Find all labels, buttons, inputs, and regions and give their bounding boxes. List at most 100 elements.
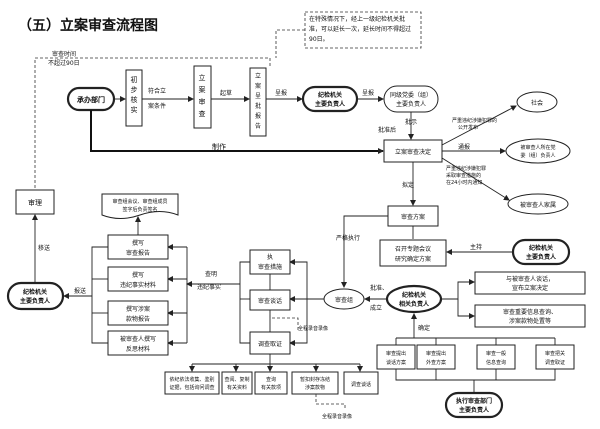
notify-label: 通报 (458, 143, 470, 151)
svg-text:查: 查 (199, 109, 206, 118)
svg-text:调查取证: 调查取证 (258, 340, 282, 348)
svg-text:被审查人撰写: 被审查人撰写 (120, 335, 156, 343)
svg-text:签字后负责签名: 签字后负责签名 (122, 206, 157, 213)
exec-measures-node: 执 审查措施 (249, 249, 291, 275)
svg-text:有关款项: 有关款项 (261, 384, 281, 391)
review-talk-node: 审查谈话 (249, 289, 291, 311)
review-time-line (34, 57, 271, 188)
svg-text:调查取证: 调查取证 (545, 359, 565, 366)
svg-text:承办部门: 承办部门 (77, 95, 105, 104)
svg-text:研究确定方案: 研究确定方案 (395, 255, 431, 263)
svg-text:调查谈话: 调查谈话 (351, 381, 371, 388)
bottom-item-2: 查阅、复制 有关资料 (221, 371, 253, 395)
svg-text:款物报告: 款物报告 (126, 315, 150, 323)
left-leader-node: 纪检机关 主要负责人 (6, 281, 65, 311)
svg-text:90日。: 90日。 (309, 36, 329, 43)
talk-plan-node: 审查提出 谈话方案 (376, 344, 416, 370)
svg-text:纪检机关: 纪检机关 (318, 91, 342, 99)
svg-text:撰写: 撰写 (132, 271, 144, 279)
approve-label-1: 批准、 (370, 284, 388, 292)
svg-text:执: 执 (267, 253, 273, 261)
svg-text:谈话方案: 谈话方案 (386, 359, 406, 366)
transfer-label: 移送 (38, 244, 50, 252)
review-team-node: 审查组 (323, 288, 365, 310)
svg-text:立: 立 (199, 73, 206, 82)
svg-text:外查方案: 外查方案 (426, 359, 446, 366)
svg-text:纪检机关: 纪检机关 (402, 291, 426, 299)
svg-text:审查把关: 审查把关 (545, 350, 565, 357)
svg-text:撰写: 撰写 (132, 239, 144, 247)
svg-text:纪检机关: 纪检机关 (23, 288, 47, 296)
svg-text:实: 实 (131, 105, 138, 114)
svg-text:委（组）负责人: 委（组）负责人 (520, 152, 555, 159)
party-committee-node: 同级党委（组） 主要负责人 (383, 85, 439, 113)
submit-label-2: 呈报 (362, 89, 374, 97)
svg-text:呈: 呈 (255, 93, 261, 100)
svg-text:主要负责人: 主要负责人 (459, 406, 490, 414)
bottom-item-4: 暂扣封存冻结 涉案款物 (291, 371, 339, 395)
svg-text:依纪依法收集、鉴别: 依纪依法收集、鉴别 (169, 376, 214, 383)
svg-text:涉案款物处置等: 涉案款物处置等 (509, 317, 551, 325)
svg-text:涉案款物: 涉案款物 (305, 384, 325, 391)
write-facts-node: 撰写 违纪事实材料 (107, 266, 169, 292)
svg-text:审理: 审理 (28, 198, 42, 207)
confirm-label: 确定 (418, 324, 430, 332)
formulate-label: 拟定 (402, 181, 414, 189)
page-title: （五）立案审查流程图 (18, 17, 158, 34)
jijian-xiangguan-node: 纪检机关 相关负责人 (385, 284, 443, 314)
svg-text:立: 立 (255, 72, 261, 80)
svg-text:在特殊情况下，经上一级纪检机关批: 在特殊情况下，经上一级纪检机关批 (309, 15, 405, 23)
talk-decision-node: 与被审查人谈话， 宣布立案决定 (474, 271, 586, 295)
decision-node: 立案审查决定 (383, 139, 443, 163)
trial-node: 审理 (15, 189, 55, 215)
svg-text:告: 告 (255, 122, 261, 130)
outside-plan-node: 审查提出 外查方案 (416, 344, 456, 370)
write-reflection-node: 被审查人撰写 反思材料 (107, 330, 169, 356)
svg-text:社会: 社会 (531, 99, 543, 107)
special-meeting-node: 召开专题会议 研究确定方案 (379, 239, 447, 267)
svg-text:批: 批 (255, 102, 261, 110)
evidence-check-node: 审查把关 调查取证 (535, 344, 575, 370)
instruction-label: 批示 (405, 118, 417, 126)
svg-text:审查提出: 审查提出 (386, 350, 406, 357)
signature-document: 审查组会议、审查组成员 签字后负责签名 (101, 193, 179, 219)
svg-text:主要负责人: 主要负责人 (396, 100, 426, 108)
svg-text:信息查询: 信息查询 (486, 359, 506, 366)
exec-dept-node: 执行审查部门 主要负责人 (444, 391, 504, 419)
jijian-fuzeren-node: 纪检机关 主要负责人 (301, 85, 359, 113)
jijian-fuzeren-2-node: 纪检机关 主要负责人 (511, 238, 571, 266)
draft-label: 起草 (220, 89, 232, 97)
svg-text:审查组会议、审查组成员: 审查组会议、审查组成员 (112, 198, 167, 205)
make-line (90, 110, 384, 154)
info-query-node: 审查重要信息查询、 涉案款物处置等 (474, 304, 586, 328)
svg-text:召开专题会议: 召开专题会议 (395, 245, 431, 253)
after-approval-label: 批准后 (378, 126, 396, 134)
notify-family-1: 严重违纪涉嫌犯罪 (446, 165, 486, 172)
svg-text:与被审查人谈话，: 与被审查人谈话， (506, 275, 554, 283)
svg-text:暂扣封存冻结: 暂扣封存冻结 (300, 376, 330, 383)
serious-label-1: 严重违纪涉嫌犯罪的 (452, 117, 497, 124)
svg-text:查阅、复制: 查阅、复制 (224, 376, 249, 383)
find-facts-label-1: 查明 (205, 270, 217, 278)
svg-text:反思材料: 反思材料 (126, 345, 150, 353)
svg-text:被审查人家属: 被审查人家属 (520, 201, 556, 209)
svg-text:核: 核 (131, 95, 138, 104)
notify-family-3: 在24小时内通知 (446, 179, 482, 186)
special-note: 在特殊情况下，经上一级纪检机关批 准，可以延长一次，延长时间不得超过 90日。 (304, 11, 422, 49)
svg-text:审查重要信息查询、: 审查重要信息查询、 (503, 308, 557, 316)
bottom-item-1: 依纪依法收集、鉴别 证据，包括询问调查 (164, 371, 220, 395)
review-time-label: 审查时间 (52, 50, 76, 58)
svg-text:主要负责人: 主要负责人 (526, 253, 557, 261)
svg-text:宣布立案决定: 宣布立案决定 (512, 284, 548, 292)
bottom-item-3: 查询 有关款项 (254, 371, 288, 395)
svg-text:立案审查决定: 立案审查决定 (395, 148, 431, 156)
report-node: 立 案 呈 批 报 告 (249, 67, 267, 137)
svg-text:被审查人所在党: 被审查人所在党 (520, 144, 555, 151)
notify-family-2: 采取审查措施的 (446, 172, 481, 179)
preside-label: 主持 (470, 243, 482, 251)
note-connector (275, 29, 305, 58)
svg-text:违纪事实材料: 违纪事实材料 (120, 281, 156, 289)
svg-text:主要负责人: 主要负责人 (315, 100, 346, 108)
send-label: 报送 (74, 287, 86, 295)
svg-text:审查提出: 审查提出 (426, 350, 446, 357)
